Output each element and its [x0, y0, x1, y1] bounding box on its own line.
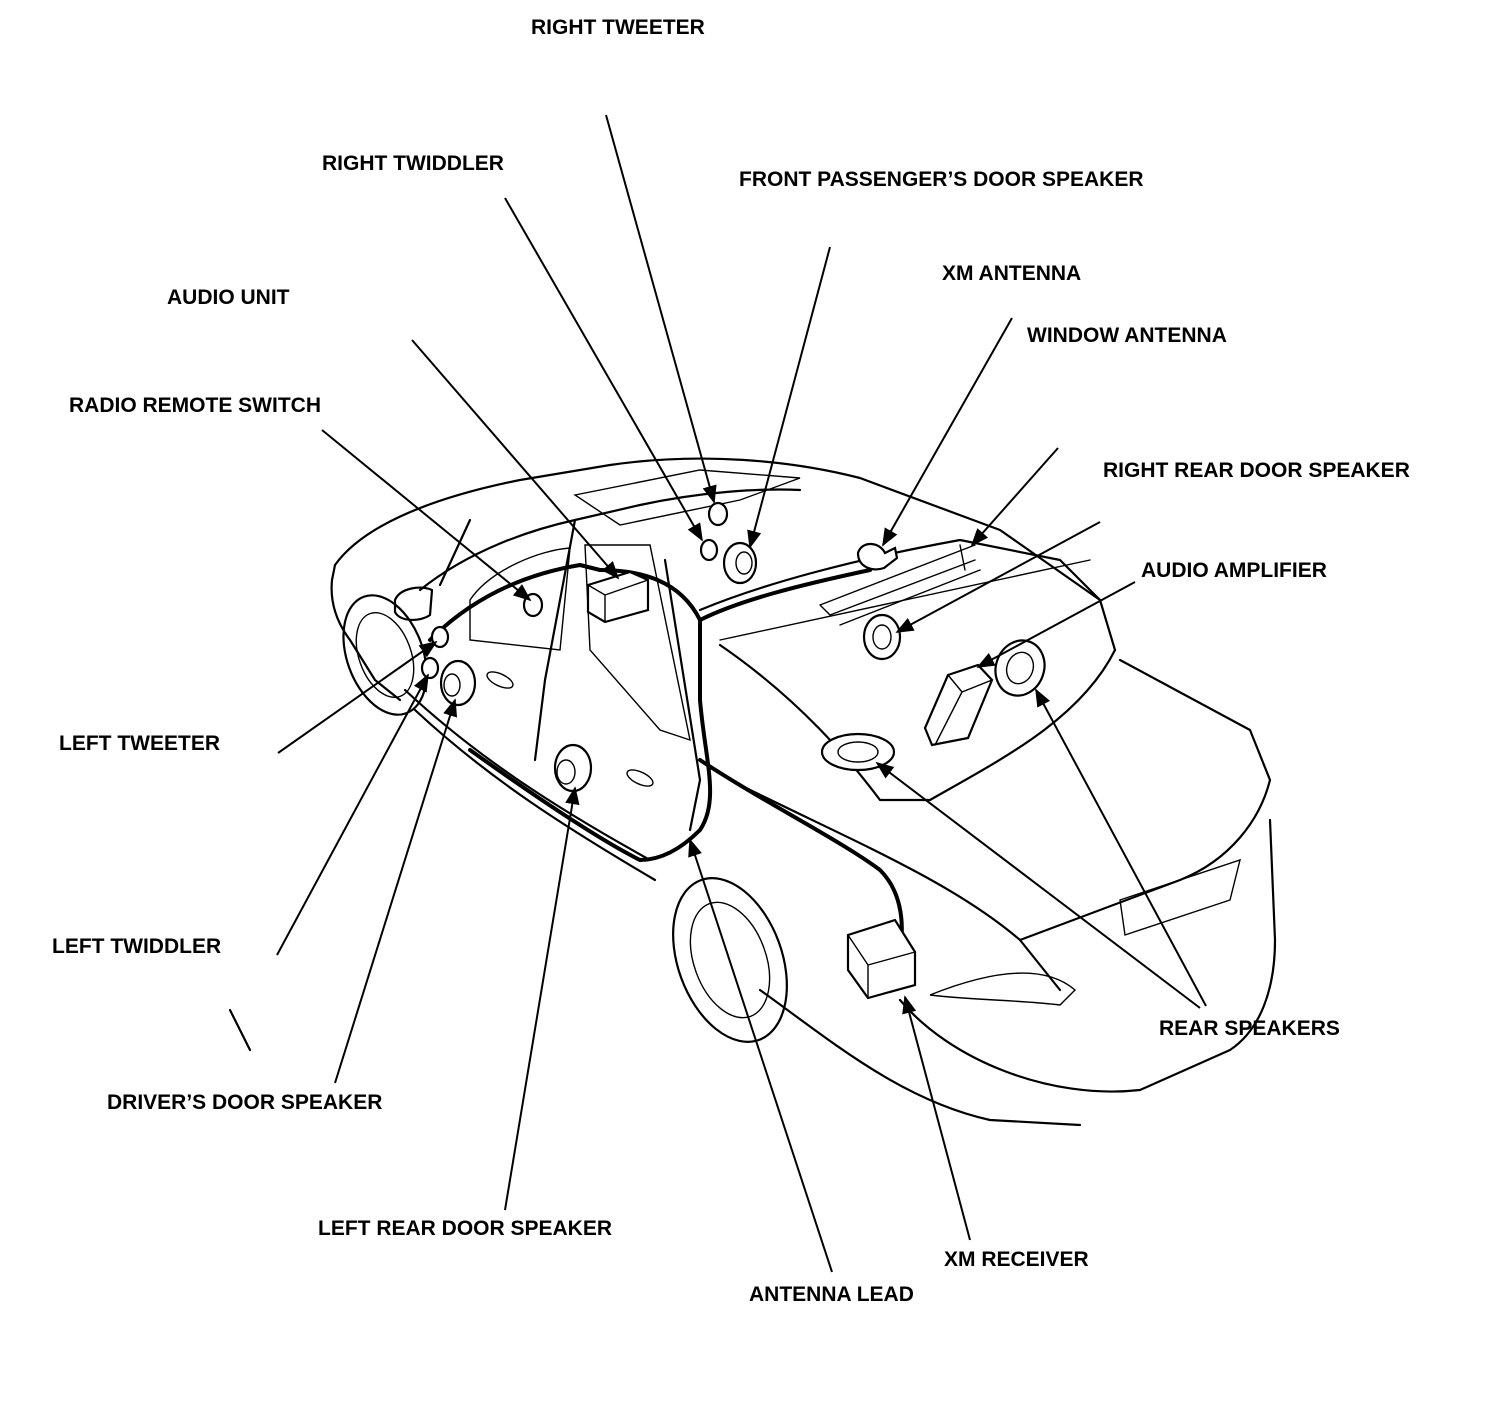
leader-right-twiddler [504, 197, 703, 542]
label-antenna-lead: ANTENNA LEAD [749, 1283, 914, 1306]
label-rear-speakers: REAR SPEAKERS [1159, 1017, 1340, 1040]
audio-unit-part [586, 570, 650, 624]
label-radio-remote-switch: RADIO REMOTE SWITCH [69, 394, 321, 417]
leader-front-passenger-speaker [747, 246, 831, 549]
leader-left-rear-door-speaker [504, 786, 580, 1211]
label-drivers-door-speaker: DRIVER’S DOOR SPEAKER [107, 1091, 382, 1114]
leader-lines [276, 114, 1207, 1273]
label-right-tweeter: RIGHT TWEETER [531, 16, 705, 39]
window-antenna-part [819, 544, 981, 626]
leader-left-tweeter [277, 640, 438, 754]
car-body [228, 457, 1277, 1127]
label-left-twiddler: LEFT TWIDDLER [52, 935, 221, 958]
wiring-harness [428, 563, 904, 952]
front-passenger-speaker-part [722, 541, 758, 585]
label-xm-receiver: XM RECEIVER [944, 1248, 1089, 1271]
leader-antenna-lead [688, 838, 833, 1273]
leader-audio-unit [411, 339, 620, 580]
components [420, 501, 1046, 1000]
label-window-antenna: WINDOW ANTENNA [1027, 324, 1227, 347]
drivers-door-speaker-part [439, 659, 477, 707]
labels: RIGHT TWEETER RIGHT TWIDDLER FRONT PASSE… [52, 16, 1410, 1306]
label-xm-antenna: XM ANTENNA [942, 262, 1081, 285]
leader-xm-receiver [902, 995, 971, 1241]
label-left-rear-door-speaker: LEFT REAR DOOR SPEAKER [318, 1217, 612, 1240]
right-tweeter-part [707, 501, 729, 527]
leader-drivers-door-speaker [334, 698, 458, 1084]
leader-audio-amplifier [976, 581, 1136, 668]
xm-antenna-part [856, 542, 899, 571]
right-rear-speaker-part [862, 613, 902, 661]
label-right-rear-door-speaker: RIGHT REAR DOOR SPEAKER [1103, 459, 1410, 482]
leader-right-rear-speaker [895, 521, 1101, 633]
leader-radio-remote-switch [321, 429, 532, 602]
left-twiddler-part [420, 656, 440, 680]
right-twiddler-part [699, 538, 719, 562]
leader-xm-antenna [882, 317, 1013, 547]
leader-rear-speakers-b [1035, 688, 1207, 1007]
xm-receiver-part [846, 918, 917, 1000]
label-front-passenger-door-speaker: FRONT PASSENGER’S DOOR SPEAKER [739, 168, 1144, 191]
leader-window-antenna [970, 447, 1059, 547]
rear-speaker-right-part [994, 639, 1046, 697]
leader-rear-speakers-a [875, 761, 1201, 1009]
label-left-tweeter: LEFT TWEETER [59, 732, 220, 755]
leader-right-tweeter [605, 114, 717, 504]
left-rear-door-speaker-part [553, 743, 593, 793]
label-audio-amplifier: AUDIO AMPLIFIER [1141, 559, 1327, 582]
label-right-twiddler: RIGHT TWIDDLER [322, 152, 504, 175]
label-audio-unit: AUDIO UNIT [167, 286, 290, 309]
rear-speaker-left-part [820, 732, 896, 772]
audio-amplifier-part [923, 663, 994, 747]
leader-left-twiddler [276, 673, 429, 956]
